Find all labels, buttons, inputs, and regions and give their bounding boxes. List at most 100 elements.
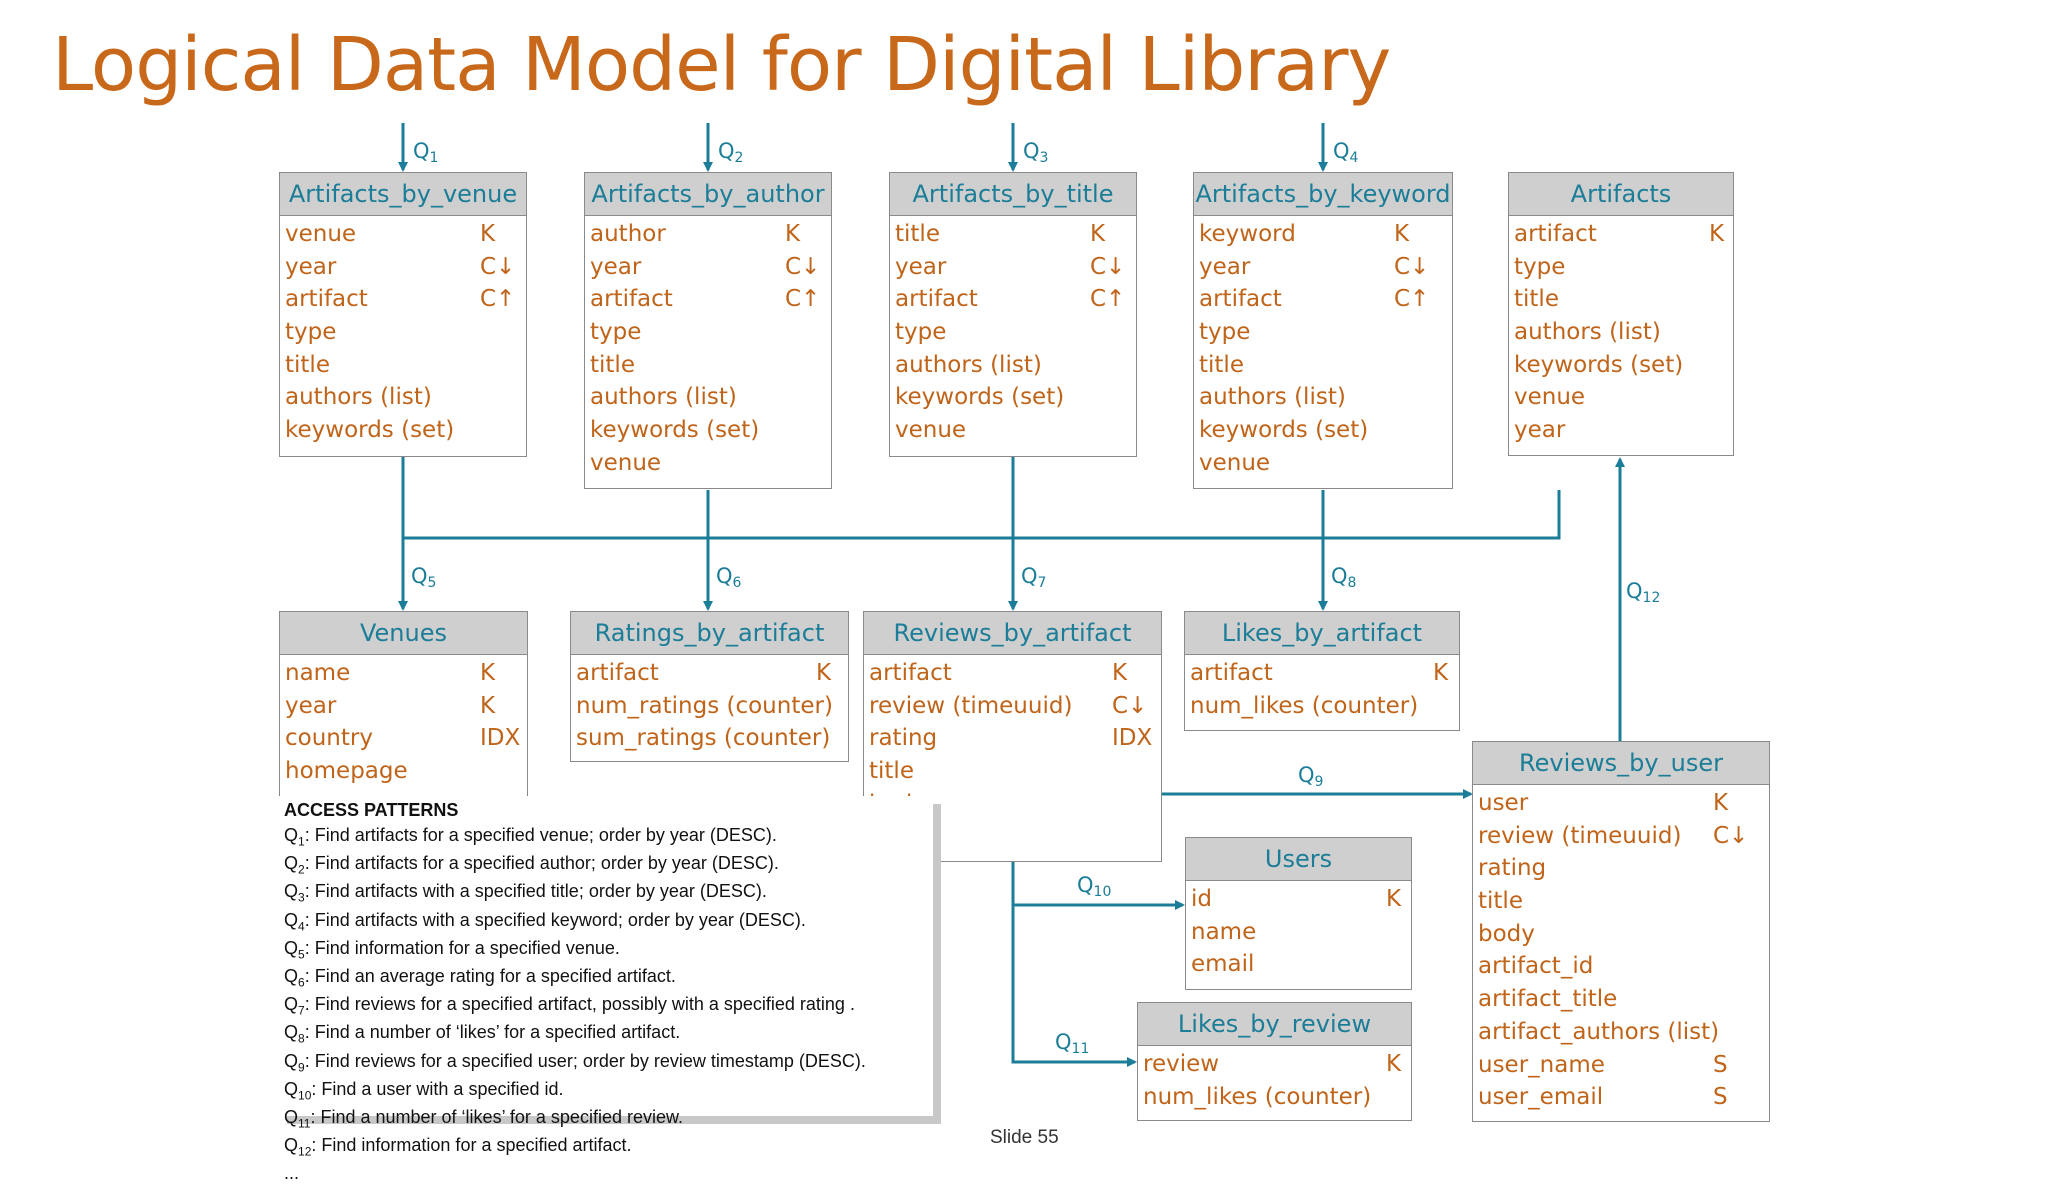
field-key: K xyxy=(1112,660,1128,686)
table-row: type xyxy=(890,316,1136,349)
field-name: year xyxy=(285,692,337,719)
field-key: C↑ xyxy=(785,286,821,313)
field-name: num_likes (counter) xyxy=(1190,692,1419,719)
q9-label: Q9 xyxy=(1298,763,1323,790)
field-name: keywords (set) xyxy=(895,384,1065,411)
field-name: user_email xyxy=(1478,1084,1604,1111)
field-key: C↑ xyxy=(1090,286,1126,313)
table-row: author K xyxy=(585,218,831,251)
access-pattern-item: Q8: Find a number of ‘likes’ for a speci… xyxy=(284,1022,933,1050)
q3-label: Q3 xyxy=(1023,139,1048,166)
field-key: C↑ xyxy=(1394,286,1430,313)
table-row: keyword K xyxy=(1194,218,1452,251)
field-name: author xyxy=(590,221,666,247)
table-row: rating xyxy=(1473,852,1769,885)
field-name: body xyxy=(1478,920,1535,947)
q8-label: Q8 xyxy=(1331,564,1356,591)
table-row: authors (list) xyxy=(280,381,526,414)
field-key: S xyxy=(1713,1084,1728,1111)
field-key: K xyxy=(785,221,801,247)
table-row: num_ratings (counter) xyxy=(571,690,848,723)
field-name: title xyxy=(1478,888,1523,915)
q5-label: Q5 xyxy=(411,564,436,591)
field-name: title xyxy=(895,221,940,247)
table-row: user_email S xyxy=(1473,1081,1769,1114)
field-name: year xyxy=(285,253,337,280)
field-name: title xyxy=(590,351,635,378)
field-name: year xyxy=(1514,417,1566,444)
access-pattern-query: Q xyxy=(284,994,299,1015)
access-pattern-item: Q9: Find reviews for a specified user; o… xyxy=(284,1051,933,1079)
table-row: authors (list) xyxy=(1194,381,1452,414)
table-row: title xyxy=(1473,885,1769,918)
field-name: type xyxy=(590,319,642,346)
table-row: type xyxy=(585,316,831,349)
field-key: IDX xyxy=(1112,725,1153,752)
access-pattern-item: Q1: Find artifacts for a specified venue… xyxy=(284,825,933,853)
field-name: rating xyxy=(869,725,938,752)
access-patterns-ellipsis: ... xyxy=(284,1163,300,1184)
access-pattern-query: Q xyxy=(284,1022,299,1043)
table-header: Ratings_by_artifact xyxy=(571,612,848,655)
field-key: C↓ xyxy=(1713,822,1749,849)
field-key: C↓ xyxy=(1090,253,1126,280)
table-row: type xyxy=(1509,251,1733,284)
access-pattern-text: : Find a user with a specified id. xyxy=(311,1078,564,1099)
table-row: keywords (set) xyxy=(280,414,526,447)
field-name: email xyxy=(1191,951,1255,978)
access-pattern-item: Q4: Find artifacts with a specified keyw… xyxy=(284,910,933,938)
access-pattern-query-number: 9 xyxy=(298,1060,305,1075)
table-row: keywords (set) xyxy=(890,381,1136,414)
table-row: body xyxy=(1473,918,1769,951)
artifact-bus-line xyxy=(401,456,1561,540)
table-row: num_likes (counter) xyxy=(1138,1081,1411,1114)
table-row: title xyxy=(1509,283,1733,316)
table-row: title xyxy=(280,349,526,382)
field-name: review (timeuuid) xyxy=(869,692,1073,719)
field-name: venue xyxy=(590,449,662,476)
field-name: venue xyxy=(1199,449,1271,476)
field-name: id xyxy=(1191,886,1212,912)
table-header: Artifacts_by_keyword xyxy=(1194,173,1452,216)
field-name: artifact_title xyxy=(1478,986,1618,1013)
field-name: artifact xyxy=(1514,221,1597,247)
table-row: year xyxy=(1509,414,1733,447)
field-name: artifact xyxy=(895,286,978,313)
field-name: artifact xyxy=(869,660,952,686)
table-row: rating IDX xyxy=(864,722,1161,755)
table-row: artifact_id xyxy=(1473,950,1769,983)
table-header: Reviews_by_user xyxy=(1473,742,1769,785)
field-name: keywords (set) xyxy=(1514,351,1684,378)
table-row: title xyxy=(1194,349,1452,382)
field-key: C↓ xyxy=(1112,692,1148,719)
access-pattern-query: Q xyxy=(284,1135,299,1156)
field-name: name xyxy=(1191,918,1257,945)
q1-label: Q1 xyxy=(413,139,438,166)
field-name: country xyxy=(285,725,373,752)
field-name: authors (list) xyxy=(895,351,1042,378)
field-name: artifact_id xyxy=(1478,953,1594,980)
table-row: id K xyxy=(1186,883,1411,916)
field-name: keywords (set) xyxy=(590,417,760,444)
access-pattern-query: Q xyxy=(284,1050,299,1071)
table-row: sum_ratings (counter) xyxy=(571,722,848,755)
access-patterns-heading: ACCESS PATTERNS xyxy=(284,800,459,820)
field-name: keyword xyxy=(1199,221,1296,247)
field-key: K xyxy=(1386,886,1402,912)
table-row: type xyxy=(280,316,526,349)
access-pattern-query-number: 11 xyxy=(298,1116,311,1131)
field-key: K xyxy=(1394,221,1410,247)
q6-label: Q6 xyxy=(716,564,742,591)
